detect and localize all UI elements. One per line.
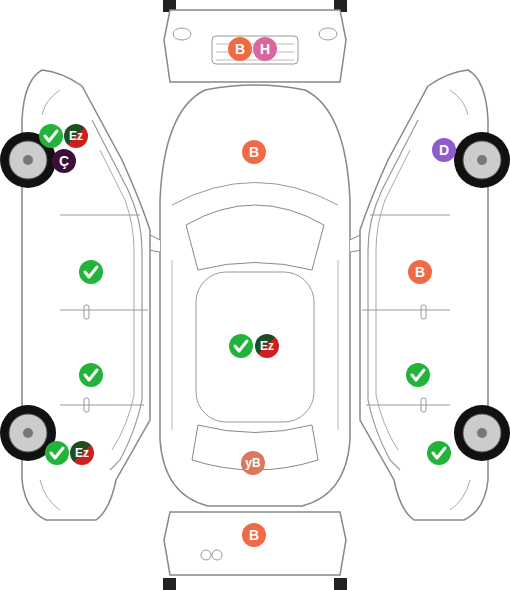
damage-badge: B: [228, 37, 252, 61]
damage-badge: Ç: [52, 149, 76, 173]
badge-code: B: [249, 528, 259, 542]
damage-badge: Ez: [70, 441, 94, 465]
damage-badge: B: [242, 523, 266, 547]
badge-code: D: [439, 143, 449, 157]
damage-badge: H: [253, 37, 277, 61]
damage-badge: Ez: [255, 334, 279, 358]
damage-badge: B: [408, 260, 432, 284]
badge-code: B: [235, 42, 245, 56]
badge-code: B: [249, 145, 259, 159]
badge-code: yB: [245, 456, 260, 470]
damage-badge: D: [432, 138, 456, 162]
damage-badge: yB: [241, 451, 265, 475]
badge-code: Ez: [75, 446, 89, 460]
badge-code: B: [415, 265, 425, 279]
damage-badge: B: [242, 140, 266, 164]
badge-code: H: [260, 42, 270, 56]
badge-code: Ez: [260, 339, 274, 353]
damage-badge: Ez: [64, 124, 88, 148]
badge-code: Ç: [59, 154, 69, 168]
badge-code: Ez: [69, 129, 83, 143]
